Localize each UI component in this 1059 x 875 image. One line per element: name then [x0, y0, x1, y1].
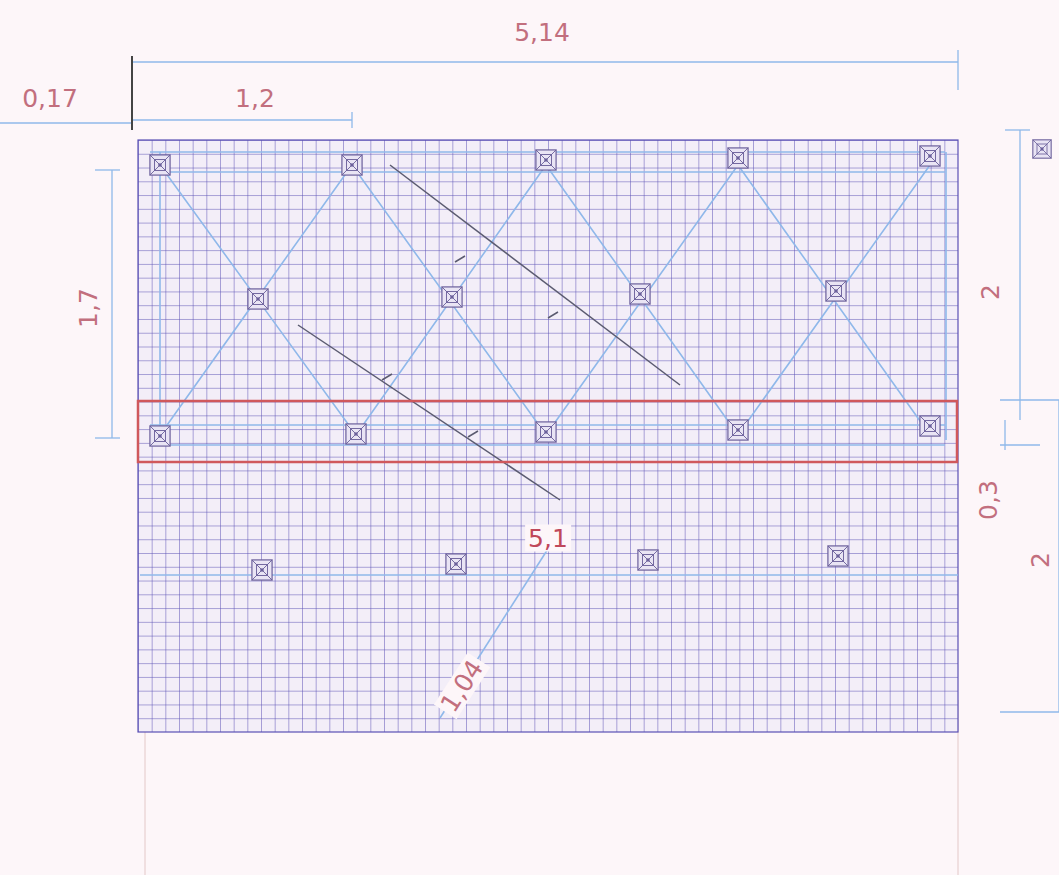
pile-symbol	[638, 550, 658, 570]
pile-symbol	[826, 281, 846, 301]
section-mark: 5,1	[525, 525, 571, 552]
reinforcement-mesh	[138, 140, 958, 732]
pile-symbol	[828, 546, 848, 566]
pile-symbol	[252, 560, 272, 580]
pile-symbol	[150, 155, 170, 175]
dimension-lines	[0, 50, 1059, 712]
dimension-text: 1,04	[434, 653, 490, 719]
dimension-text: 5,14	[514, 20, 570, 45]
pile-symbol	[342, 155, 362, 175]
pile-symbol	[630, 284, 650, 304]
pile-symbol	[150, 426, 170, 446]
dimension-text: 0,3	[976, 480, 1001, 520]
pile-symbol	[728, 420, 748, 440]
pile-symbol	[920, 146, 940, 166]
dimension-text: 2	[978, 284, 1003, 300]
section-line	[298, 165, 680, 500]
pile-symbol	[536, 422, 556, 442]
mesh-ground	[138, 140, 958, 732]
pile-symbol	[346, 424, 366, 444]
dimension-text: 1,7	[76, 288, 101, 328]
pile-symbol	[536, 150, 556, 170]
highlight-band	[138, 401, 957, 462]
legend-symbol	[1033, 140, 1051, 158]
dimension-text: 2	[1028, 552, 1053, 568]
pile-symbol	[446, 554, 466, 574]
dimension-extension	[131, 56, 133, 130]
pile-symbol	[442, 287, 462, 307]
layout-lines	[140, 152, 958, 718]
pile-symbol	[728, 148, 748, 168]
pile-symbol	[920, 416, 940, 436]
dimension-text: 0,17	[22, 86, 78, 111]
dimension-text: 1,2	[235, 86, 275, 111]
pile-symbol	[248, 289, 268, 309]
pile-symbols	[150, 140, 1051, 580]
